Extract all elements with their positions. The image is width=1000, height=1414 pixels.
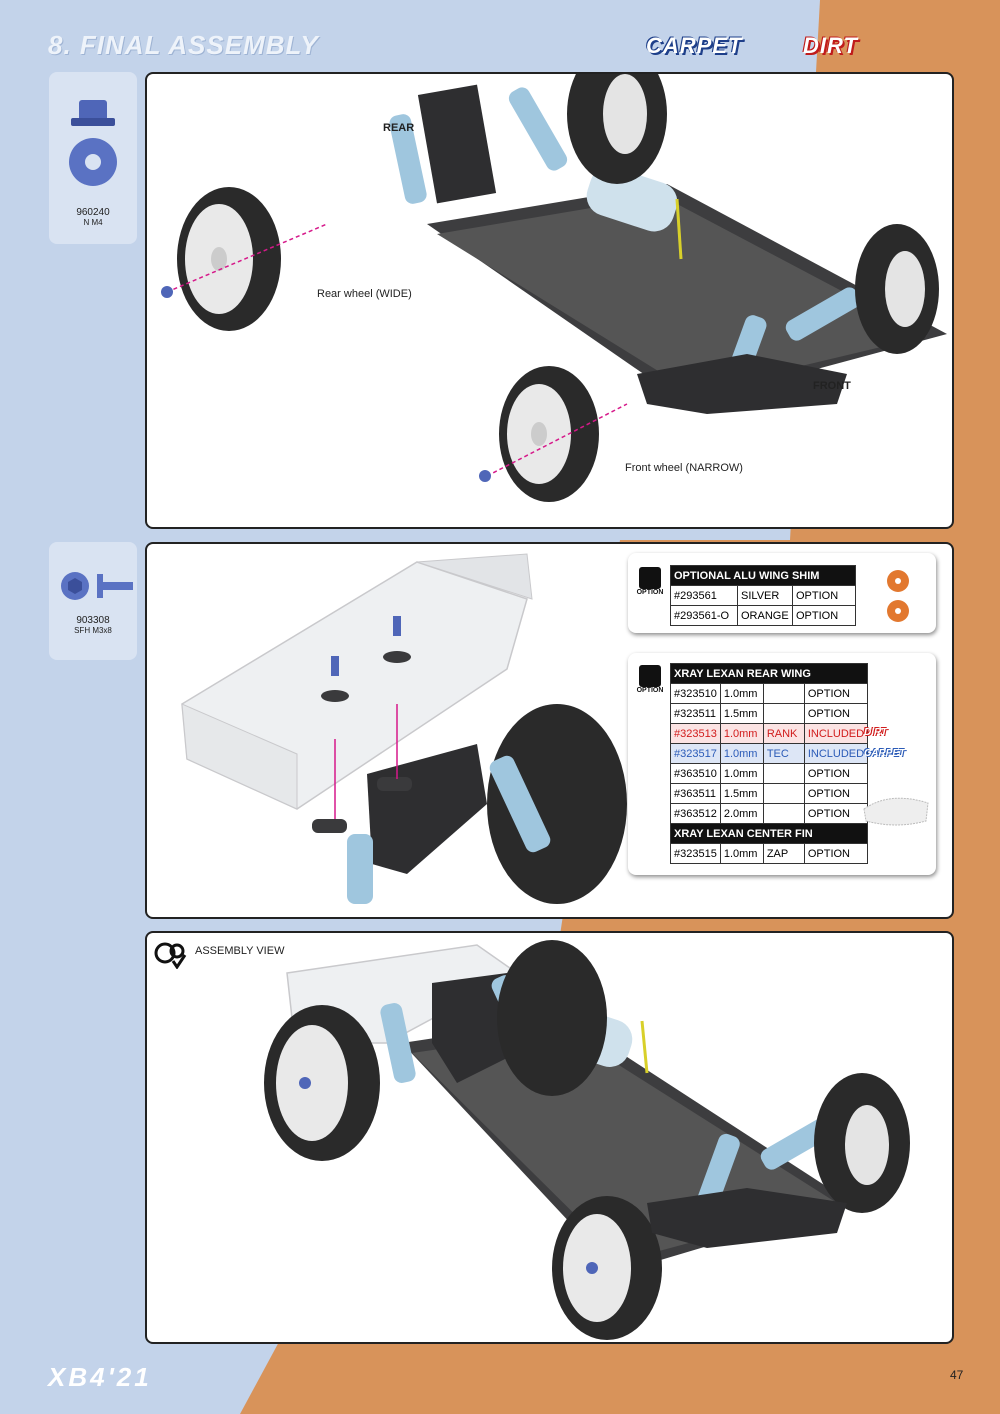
part-code: 960240: [76, 207, 110, 218]
shim-table: OPTIONAL ALU WING SHIM #293561 SILVER OP…: [670, 565, 856, 626]
table-row: #363510 1.0mm OPTION: [670, 763, 869, 784]
rear-wing-illustration: [181, 553, 627, 904]
thumbs-up-icon: [639, 665, 661, 687]
part-box-screw: 903308 SFH M3x8: [49, 542, 137, 660]
gears-icon: [154, 942, 187, 969]
alu-shim-icon: [887, 570, 909, 622]
screw-icon: [61, 572, 133, 600]
wing-table: XRAY LEXAN REAR WING #323510 1.0mm OPTIO…: [669, 663, 869, 864]
option-icon: OPTION: [634, 567, 666, 596]
step-panel-wheels: REAR FRONT Rear wheel (WIDE) Front wheel…: [145, 72, 954, 529]
shim-table-header: OPTIONAL ALU WING SHIM: [670, 565, 856, 586]
part-name: N M4: [83, 218, 103, 227]
part-name: SFH M3x8: [74, 626, 112, 635]
dirt-badge: DIRT: [803, 33, 858, 58]
table-row: #323515 1.0mm ZAP OPTION: [670, 843, 869, 864]
table-row: #293561-O ORANGE OPTION: [670, 605, 856, 626]
buggy-wheels-illustration: [161, 74, 947, 502]
assembled-buggy-illustration: [264, 940, 910, 1340]
page-title: 8. FINAL ASSEMBLY: [48, 30, 319, 60]
front-wheel-label: Front wheel (NARROW): [625, 462, 743, 474]
center-fin-icon: [863, 797, 929, 826]
table-row: #363512 2.0mm OPTION: [670, 803, 869, 824]
table-row-dirt: #323513 1.0mm RANK INCLUDED: [670, 723, 869, 744]
xb4-logo: XB4'21: [48, 1362, 152, 1392]
table-row-carpet: #323517 1.0mm TEC INCLUDED: [670, 743, 869, 764]
wing-table-header: XRAY LEXAN REAR WING: [669, 663, 869, 684]
orange-background-footer: [240, 1340, 1000, 1414]
carpet-badge: CARPET: [646, 33, 743, 58]
page-number: 47: [950, 1368, 964, 1382]
part-code: 903308: [76, 615, 110, 626]
option-shim-box: OPTION OPTIONAL ALU WING SHIM #293561 SI…: [628, 553, 936, 633]
flange-nut-icon: [69, 100, 117, 186]
carpet-tag: CARPET: [864, 748, 906, 759]
fin-table-header: XRAY LEXAN CENTER FIN: [669, 823, 869, 844]
assembly-view-label: ASSEMBLY VIEW: [195, 945, 285, 957]
table-row: #323511 1.5mm OPTION: [670, 703, 869, 724]
rear-wheel-label: Rear wheel (WIDE): [317, 288, 412, 300]
front-label: FRONT: [813, 380, 851, 392]
rear-label: REAR: [383, 122, 415, 134]
option-icon: OPTION: [634, 665, 666, 694]
part-box-nut: 960240 N M4: [49, 72, 137, 244]
table-row: #293561 SILVER OPTION: [670, 585, 856, 606]
option-wing-box: OPTION XRAY LEXAN REAR WING #323510 1.0m…: [628, 653, 936, 875]
step-panel-assembly-view: ASSEMBLY VIEW: [145, 931, 954, 1344]
table-row: #323510 1.0mm OPTION: [670, 683, 869, 704]
thumbs-up-icon: [639, 567, 661, 589]
dirt-tag: DIRT: [864, 727, 888, 738]
table-row: #363511 1.5mm OPTION: [670, 783, 869, 804]
